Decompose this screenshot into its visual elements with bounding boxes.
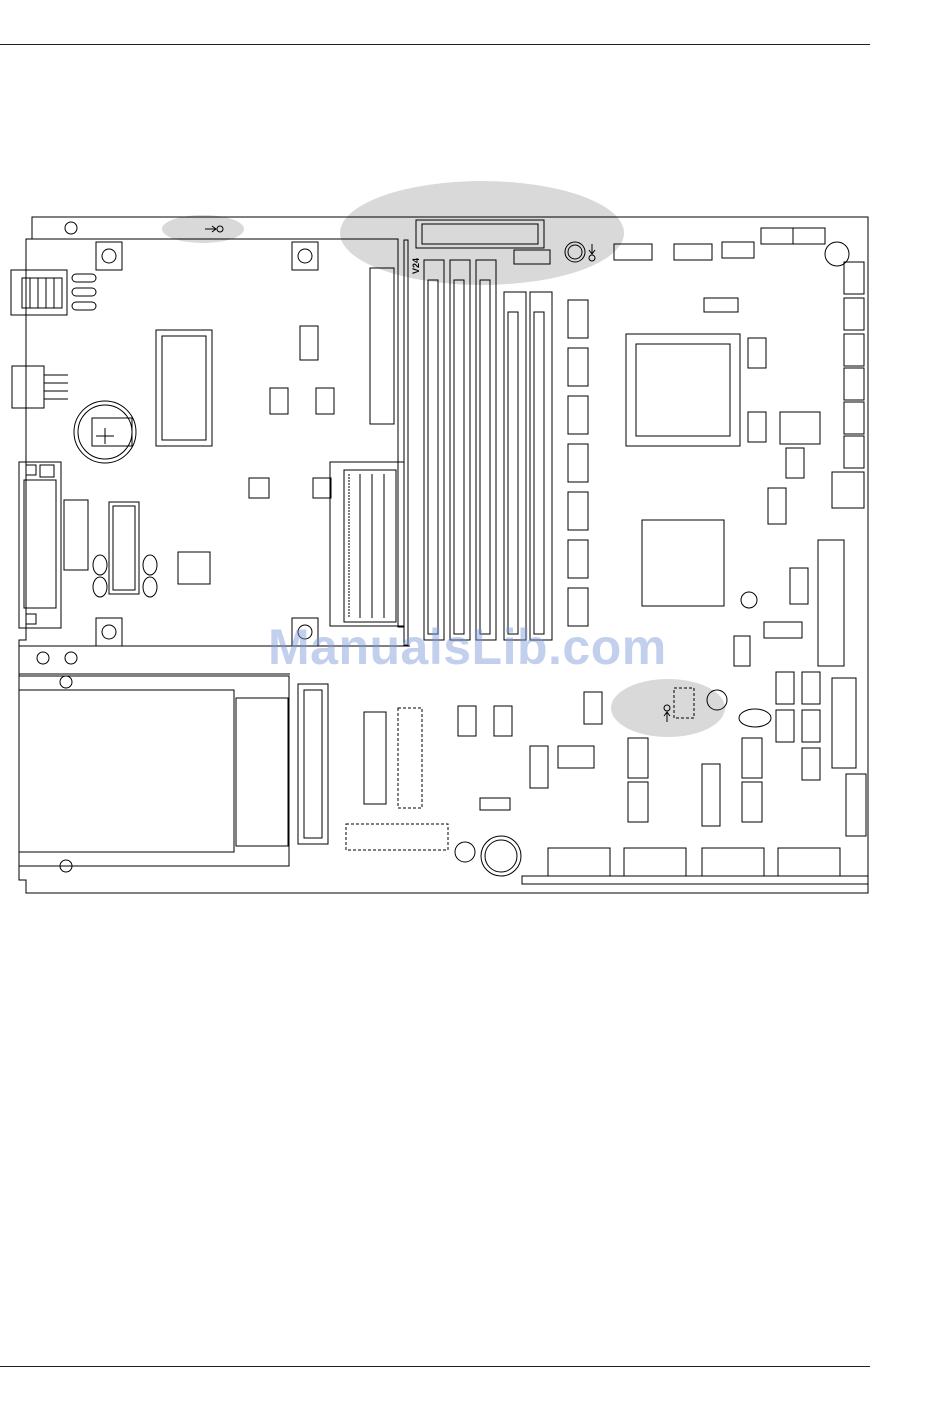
cpu-plcc xyxy=(626,334,740,446)
qfp-large xyxy=(642,520,724,606)
right-connectors xyxy=(818,262,866,836)
highlight-jumper-area xyxy=(611,679,725,737)
eprom-socket xyxy=(156,330,212,446)
watermark-text: ManualsLib.com xyxy=(268,618,667,676)
memory-chips xyxy=(568,300,588,626)
connector-label-v24: V24 xyxy=(411,258,421,274)
ribbon-connector-upper xyxy=(370,268,394,424)
qfp-small-3 xyxy=(313,478,331,498)
upper-subboard xyxy=(26,239,404,646)
qfp-small-2 xyxy=(249,478,269,498)
mounting-holes xyxy=(37,222,757,876)
qfp-small-1 xyxy=(178,552,210,584)
pc-card-slot xyxy=(19,676,289,866)
highlight-connector-area xyxy=(340,181,624,285)
bottom-connectors xyxy=(522,848,868,884)
left-connectors xyxy=(11,270,96,628)
memory-slots xyxy=(424,260,552,640)
battery xyxy=(74,401,136,463)
